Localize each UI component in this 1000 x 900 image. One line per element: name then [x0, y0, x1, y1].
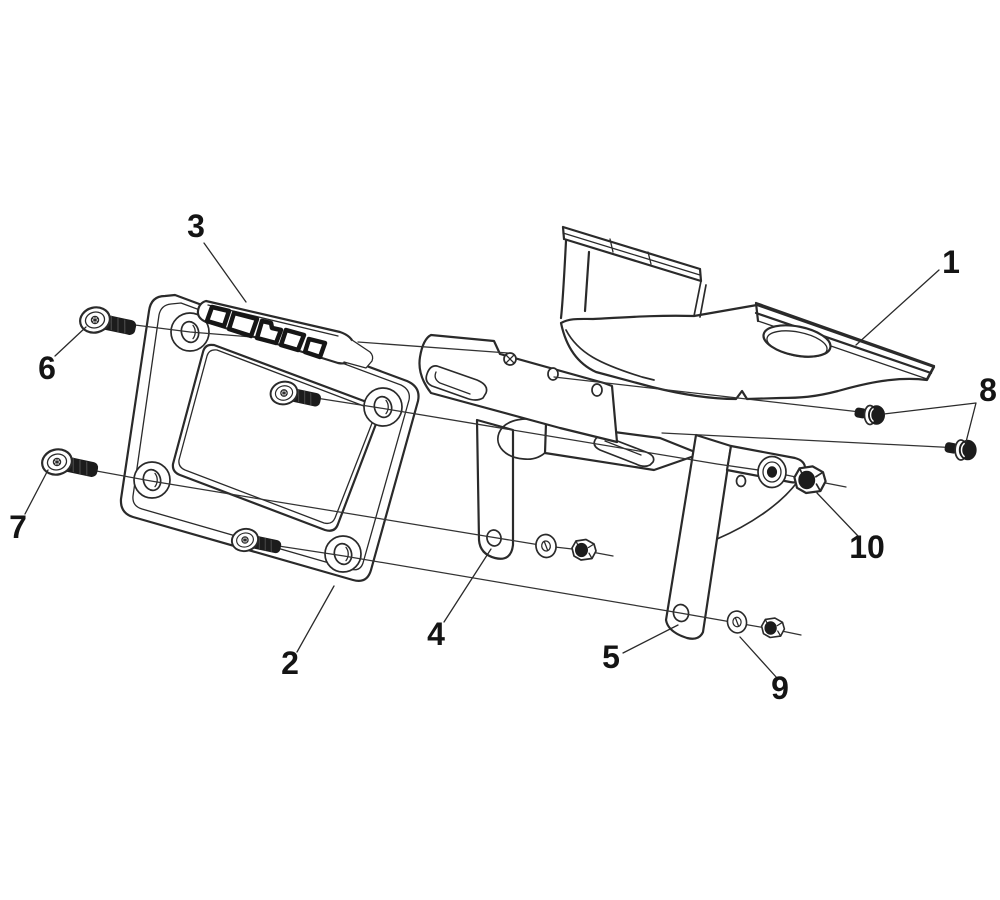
leader-line-8	[883, 402, 977, 443]
screw-8b	[943, 439, 978, 461]
part-3-frame-trim	[196, 299, 374, 369]
part-2-license-plate-frame	[119, 293, 420, 582]
nut-9	[760, 617, 786, 639]
leader-line-5	[622, 624, 679, 654]
part-4-center-bracket	[418, 333, 702, 560]
callout-leader-lines	[24, 242, 977, 679]
washer-9	[724, 608, 750, 636]
screw-7	[38, 445, 100, 479]
leader-line-4	[443, 548, 492, 623]
callout-8: 8	[979, 372, 997, 408]
callout-3: 3	[187, 208, 205, 244]
callout-labels: 1 2 3 4 5 6 7 8 9 10	[9, 208, 997, 706]
leader-line-3	[203, 242, 247, 303]
nut-middle	[571, 538, 597, 561]
screw-8a	[853, 404, 886, 426]
callout-6: 6	[38, 350, 56, 386]
nut-10	[793, 465, 827, 495]
leader-line-6	[54, 326, 87, 357]
screw-6	[76, 303, 138, 337]
leader-line-2	[296, 585, 335, 653]
leader-line-7	[24, 469, 49, 515]
callout-9: 9	[771, 670, 789, 706]
grommet-bushing	[757, 455, 787, 489]
callout-5: 5	[602, 639, 620, 675]
callout-2: 2	[281, 645, 299, 681]
leader-line-1	[855, 269, 940, 346]
leader-line-10	[816, 492, 859, 537]
callout-7: 7	[9, 509, 27, 545]
callout-1: 1	[942, 244, 960, 280]
part-1-mounting-plate	[559, 225, 936, 401]
leader-line-9	[739, 636, 778, 679]
washer-middle	[533, 532, 559, 560]
callout-10: 10	[849, 529, 885, 565]
callout-4: 4	[427, 616, 445, 652]
